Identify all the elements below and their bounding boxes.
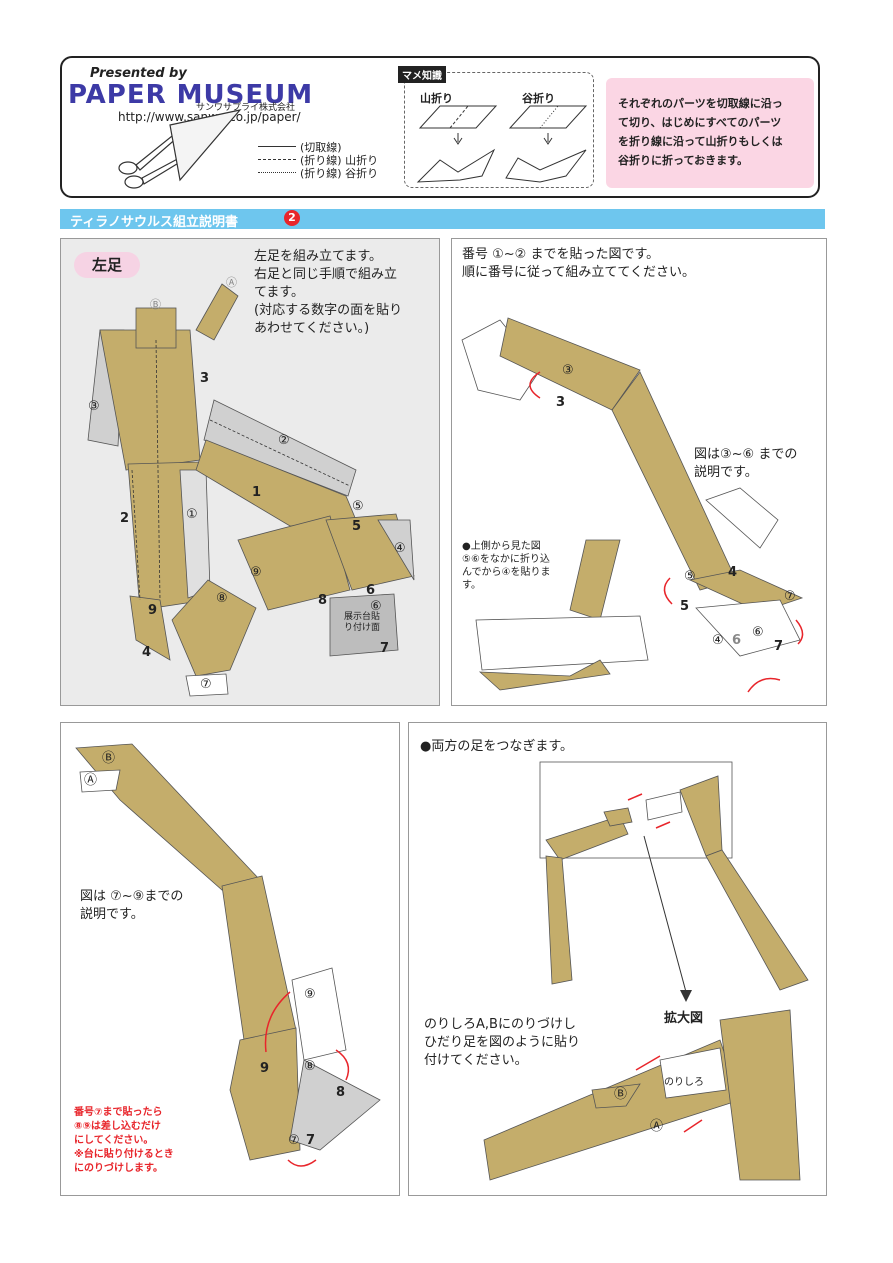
step-7-filled-mark: 7	[774, 639, 784, 654]
company-name: サンワサプライ株式会社	[196, 103, 296, 113]
title-bar	[60, 209, 825, 229]
left-foot-label: 左足	[74, 252, 140, 278]
part-1-filled-mark: 1	[252, 485, 262, 500]
step-6-filled-mark: 6	[732, 633, 742, 648]
instruction-line: のりしろA,Bにのりづけし	[424, 1017, 576, 1032]
header-box	[60, 56, 820, 198]
inset-line: ⑤⑥をなかに折り込	[462, 554, 550, 565]
instruction-line: 番号 ①~② までを貼った図です。	[462, 247, 660, 262]
part-2-outline-mark: ②	[278, 433, 290, 448]
tip-note: それぞれのパーツを切取線に沿っ て切り、はじめにすべてのパーツ を折り線に沿って…	[606, 78, 814, 188]
step-7-outline-mark: ⑦	[784, 589, 796, 604]
step-4-filled-mark: 4	[728, 565, 738, 580]
tip-line: それぞれのパーツを切取線に沿っ	[618, 97, 783, 110]
insert-only-note: 番号⑦まで貼ったら ⑧⑨は差し込むだけ にしてください。 ※台に貼り付けるとき …	[74, 1106, 174, 1176]
step-7-outline-mark: ⑦	[288, 1133, 300, 1148]
tip-line: 谷折りに折っておきます。	[618, 154, 749, 167]
glue-tab-b-mark: Ⓑ	[614, 1087, 628, 1102]
page-number-badge: 2	[284, 210, 300, 226]
valley-line-sample	[258, 172, 296, 173]
instruction-line: 左足を組み立てます。	[254, 249, 383, 264]
panel-join-legs	[408, 722, 827, 1196]
tip-line: を折り線に沿って山折りもしくは	[618, 135, 783, 148]
part-1-outline-mark: ①	[186, 507, 198, 522]
part-5-outline-mark: ⑤	[352, 499, 364, 514]
note-line: ※台に貼り付けるとき	[74, 1149, 174, 1160]
part-4-filled-mark: 4	[142, 645, 152, 660]
inset-line: す。	[462, 580, 481, 591]
part-8-filled-mark: 8	[318, 593, 328, 608]
note-line: 番号⑦まで貼ったら	[74, 1107, 163, 1118]
tips-box	[404, 72, 594, 188]
step-6-outline-mark: ⑥	[752, 625, 764, 640]
part-3-filled-mark: 3	[200, 371, 210, 386]
top-view-inset-note: ●上側から見た図 ⑤⑥をなかに折り込 んでから④を貼りま す。	[462, 540, 550, 592]
inset-line: んでから④を貼りま	[462, 567, 551, 578]
caption-line: 図は③~⑥ までの	[694, 447, 798, 462]
legend-mountain: (折り線) 山折り	[300, 154, 379, 167]
part-6-filled-mark: 6	[366, 583, 376, 598]
instruction-line: 右足と同じ手順で組み立	[254, 267, 398, 282]
tip-line: て切り、はじめにすべてのパーツ	[618, 116, 782, 129]
left-foot-instructions: 左足を組み立てます。 右足と同じ手順で組み立 てます。 (対応する数字の面を貼り…	[254, 248, 402, 338]
part-9-outline-mark: ⑨	[250, 565, 262, 580]
steps-3-6-instructions: 番号 ①~② までを貼った図です。 順に番号に従って組み立ててください。	[462, 246, 695, 282]
tab-a-mark: Ⓐ	[84, 773, 98, 788]
paper-museum-logo: PAPER MUSEUM	[68, 80, 314, 110]
part-8-outline-mark: ⑧	[216, 591, 228, 606]
legend-valley: (折り線) 谷折り	[300, 167, 379, 180]
step-3-filled-mark: 3	[556, 395, 566, 410]
caption-line: 説明です。	[80, 907, 144, 922]
part-a-mark: Ⓐ	[226, 276, 237, 289]
zoom-label: 拡大図	[664, 1011, 704, 1026]
step-8-filled-mark: 8	[336, 1085, 346, 1100]
note-line: にしてください。	[74, 1135, 154, 1146]
note-line: にのりづけします。	[74, 1163, 163, 1174]
steps-7-9-caption: 図は ⑦~⑨までの 説明です。	[80, 888, 183, 924]
join-legs-heading: ●両方の足をつなぎます。	[420, 739, 574, 754]
valley-fold-label: 谷折り	[522, 92, 555, 105]
part-2-filled-mark: 2	[120, 511, 130, 526]
tab-b-mark: Ⓑ	[102, 751, 116, 766]
glue-tab-a-mark: Ⓐ	[650, 1119, 664, 1134]
part-6-outline-mark: ⑥	[370, 599, 382, 614]
glue-area-label: のりしろ	[664, 1077, 704, 1088]
join-legs-instructions: のりしろA,Bにのりづけし ひだり足を図のように貼り 付けてください。	[424, 1016, 580, 1070]
stand-glue-face-label: 展示台貼り付け面	[344, 612, 381, 633]
mountain-line-sample	[258, 159, 296, 160]
step-3-outline-mark: ③	[562, 363, 574, 378]
instruction-line: ひだり足を図のように貼り	[424, 1035, 581, 1050]
step-9-outline-mark: ⑨	[304, 987, 316, 1002]
tips-title: マメ知識	[398, 66, 446, 83]
part-3-outline-mark: ③	[88, 399, 100, 414]
legend-cut: (切取線)	[300, 141, 342, 154]
instruction-line: 順に番号に従って組み立ててください。	[462, 265, 695, 280]
instruction-line: あわせてください。)	[254, 321, 370, 336]
cut-line-sample	[258, 146, 296, 147]
step-4-outline-mark: ④	[712, 633, 724, 648]
page-title: ティラノサウルス組立説明書	[70, 215, 238, 230]
mountain-fold-label: 山折り	[420, 92, 453, 105]
step-8-outline-mark: ⑧	[304, 1059, 316, 1074]
step-5-outline-mark: ⑤	[684, 569, 696, 584]
caption-line: 説明です。	[694, 465, 758, 480]
part-7-filled-mark: 7	[380, 641, 390, 656]
part-5-filled-mark: 5	[352, 519, 362, 534]
website-url[interactable]: http://www.sanwa.co.jp/paper/	[118, 110, 301, 124]
presented-by: Presented by	[90, 66, 187, 81]
part-b-mark: Ⓑ	[150, 298, 161, 311]
part-4-outline-mark: ④	[394, 541, 406, 556]
steps-3-6-caption: 図は③~⑥ までの 説明です。	[694, 446, 797, 482]
instruction-line: てます。	[254, 285, 305, 300]
caption-line: 図は ⑦~⑨までの	[80, 889, 184, 904]
instruction-line: (対応する数字の面を貼り	[254, 303, 403, 318]
part-9-filled-mark: 9	[148, 603, 158, 618]
inset-line: ●上側から見た図	[462, 541, 541, 552]
instruction-line: 付けてください。	[424, 1053, 528, 1068]
step-7-filled-mark: 7	[306, 1133, 316, 1148]
step-5-filled-mark: 5	[680, 599, 690, 614]
note-line: ⑧⑨は差し込むだけ	[74, 1121, 161, 1132]
part-7-outline-mark: ⑦	[200, 677, 212, 692]
step-9-filled-mark: 9	[260, 1061, 270, 1076]
